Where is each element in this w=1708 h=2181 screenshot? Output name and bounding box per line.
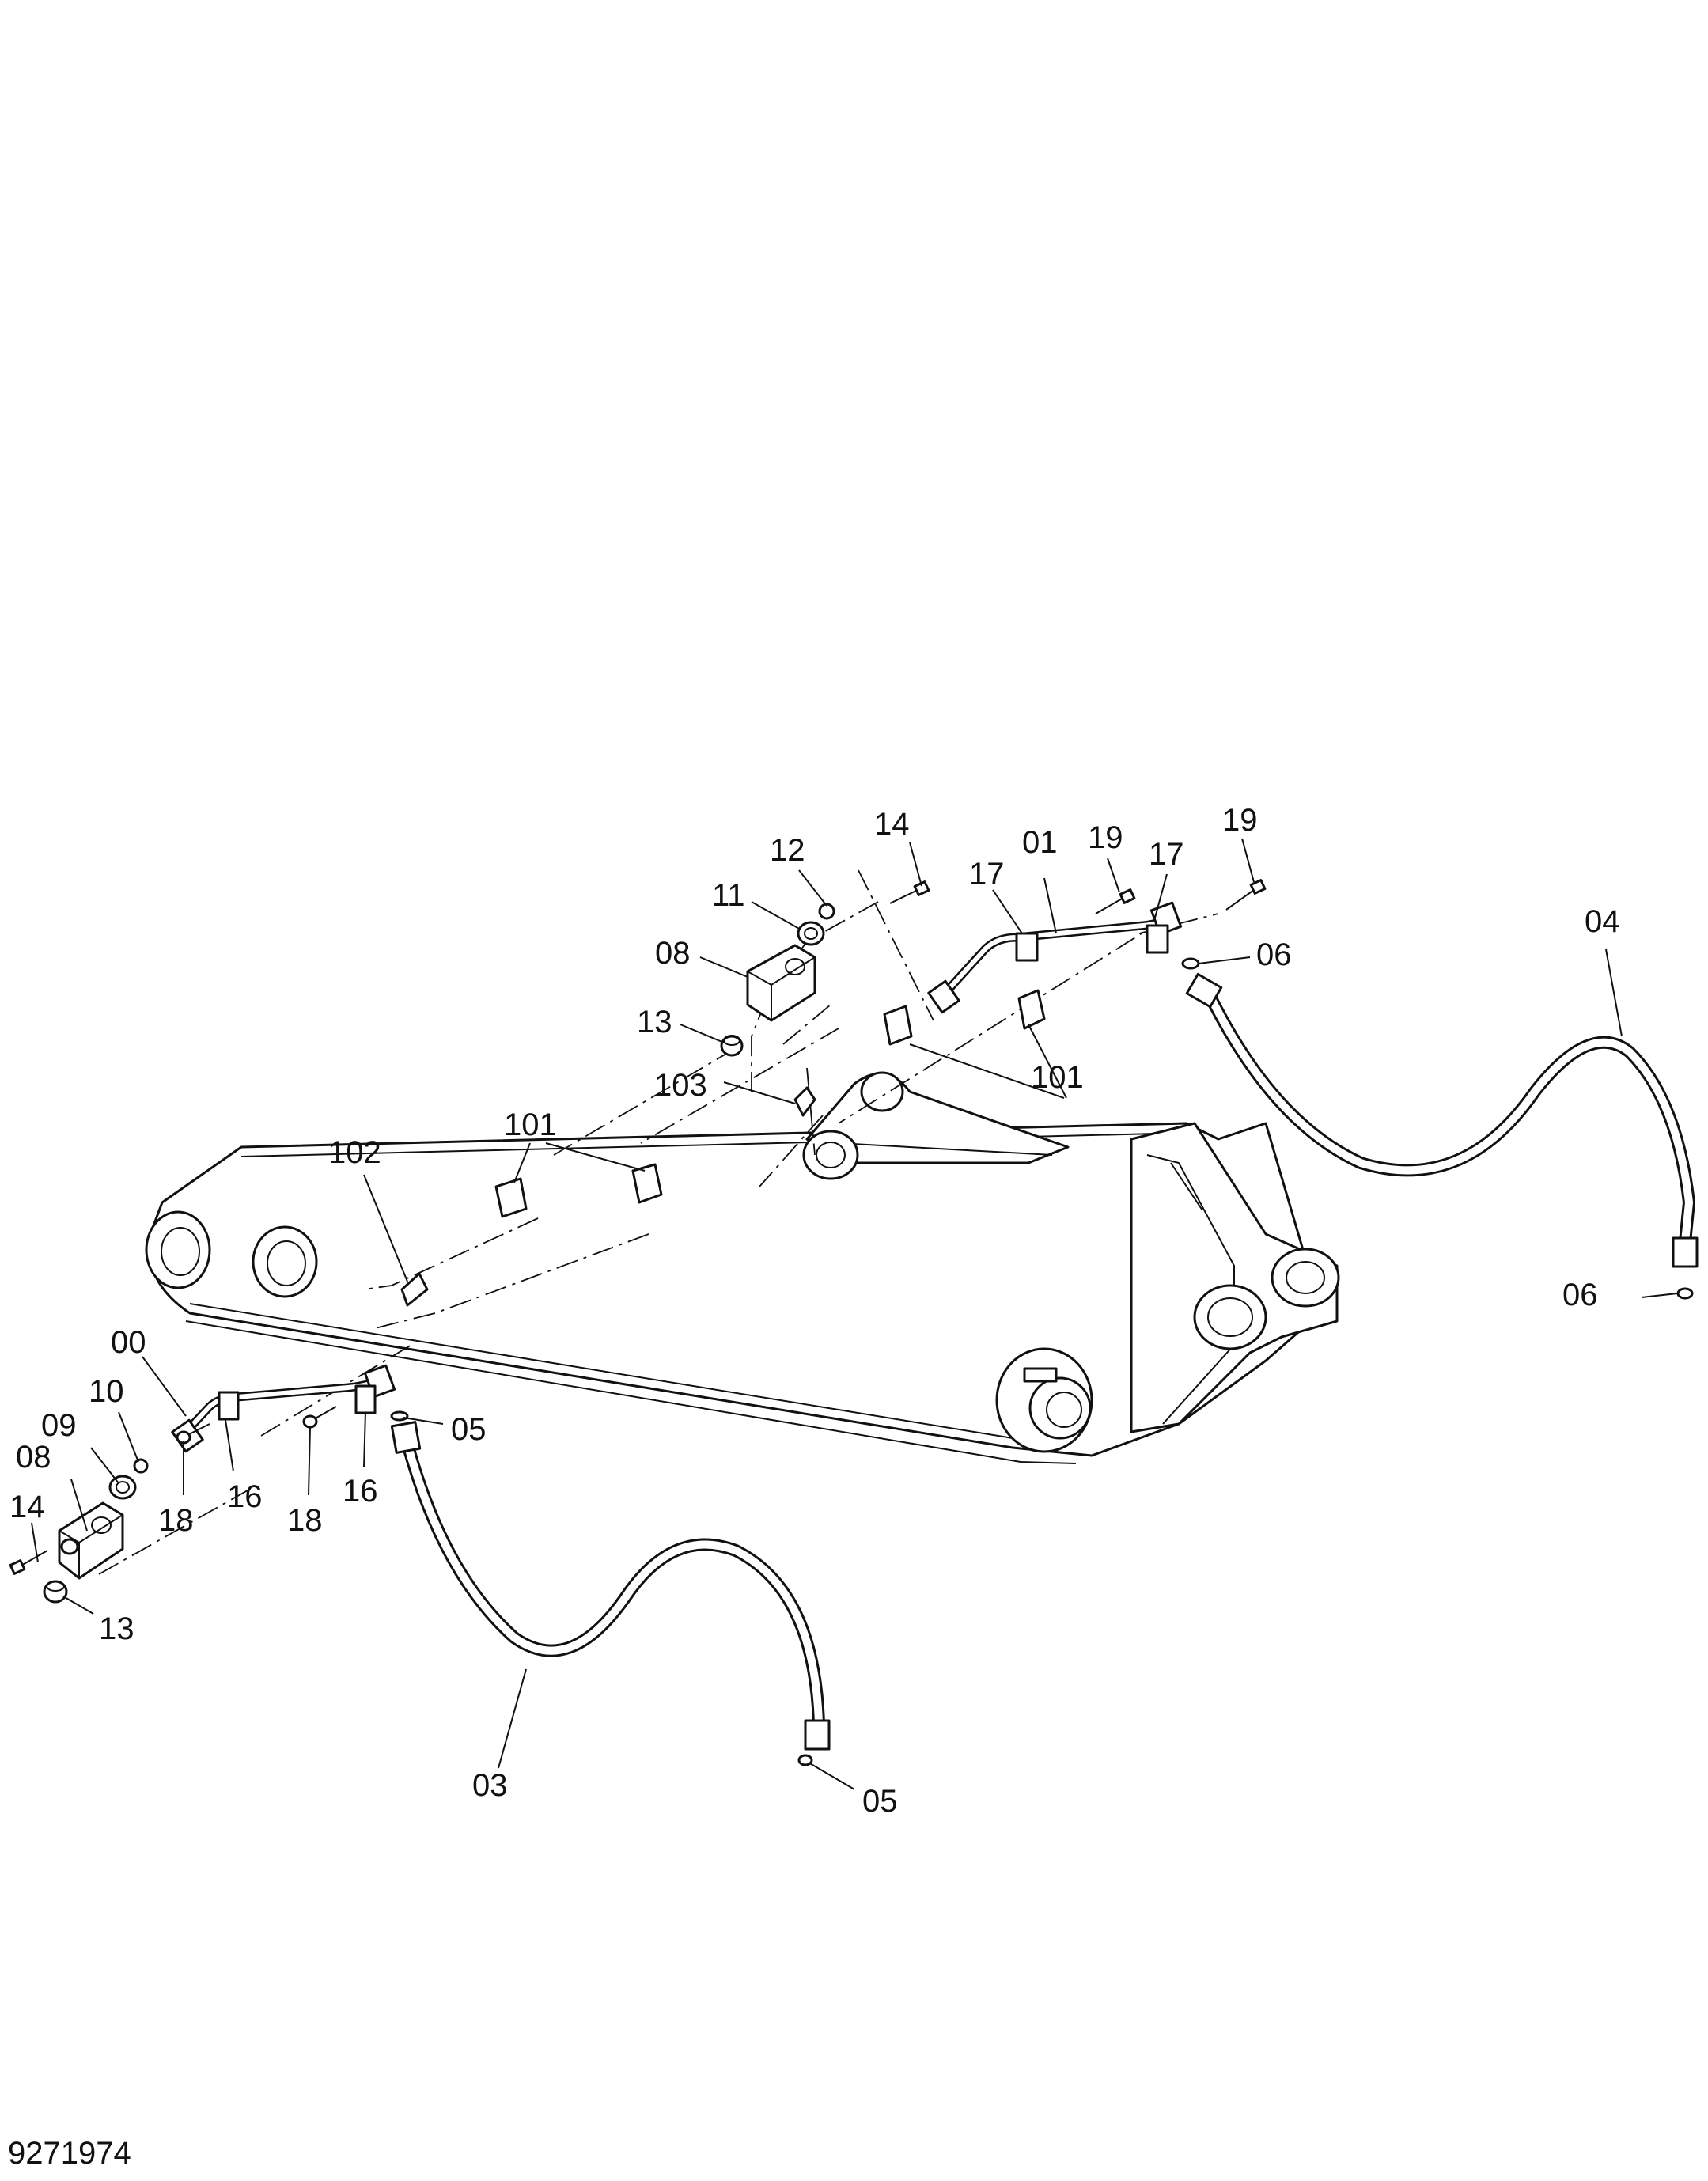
callout-08-upper: 08 — [655, 936, 691, 971]
callout-13-upper: 13 — [637, 1005, 672, 1039]
callout-17-left: 17 — [969, 857, 1005, 892]
o-ring-06-lower — [1676, 1287, 1694, 1300]
boom-arm — [145, 1071, 1340, 1464]
callout-14-upper: 14 — [874, 807, 910, 842]
callout-08-lower: 08 — [16, 1440, 51, 1475]
callout-18-left: 18 — [158, 1503, 194, 1538]
callout-05-lower: 05 — [862, 1784, 898, 1819]
callout-16-left: 16 — [227, 1479, 263, 1514]
callout-03: 03 — [472, 1768, 508, 1803]
callout-05-upper: 05 — [451, 1412, 487, 1447]
callout-19-left: 19 — [1088, 820, 1123, 855]
callout-19-right: 19 — [1222, 803, 1258, 838]
bracket-103 — [793, 1086, 816, 1117]
callout-101-lower: 101 — [504, 1108, 557, 1142]
bolt-19-upper — [1095, 879, 1267, 914]
clamp-101-lower — [494, 1163, 663, 1218]
hose-04 — [1185, 972, 1699, 1268]
o-ring-06-upper — [1181, 957, 1200, 970]
plug-13-upper — [720, 1035, 744, 1057]
callout-04: 04 — [1585, 904, 1620, 939]
block-08-lower — [58, 1501, 124, 1580]
callout-18-right: 18 — [287, 1503, 323, 1538]
callout-16-right: 16 — [343, 1474, 378, 1509]
callout-10: 10 — [89, 1374, 124, 1409]
o-ring-05-upper — [390, 1410, 409, 1422]
o-ring-10 — [133, 1458, 149, 1474]
callout-13-lower: 13 — [99, 1611, 134, 1646]
callout-00: 00 — [111, 1325, 146, 1360]
callout-17-right: 17 — [1149, 837, 1184, 872]
bolt-14-upper — [889, 880, 930, 904]
callout-11: 11 — [712, 878, 745, 913]
fitting-11-upper — [797, 921, 825, 946]
callout-103: 103 — [654, 1068, 707, 1103]
hose-03 — [390, 1421, 831, 1751]
drawing-number: 9271974 — [8, 2136, 131, 2171]
plug-13-lower — [43, 1580, 68, 1604]
callout-12: 12 — [770, 833, 805, 868]
callout-06-upper: 06 — [1256, 937, 1292, 972]
bracket-102 — [400, 1272, 429, 1307]
o-ring-12 — [818, 903, 835, 920]
callout-14-lower: 14 — [9, 1490, 45, 1524]
callout-01: 01 — [1022, 825, 1058, 860]
block-08-upper — [746, 944, 816, 1022]
callout-09: 09 — [41, 1408, 77, 1443]
callout-labels: 00 01 03 04 05 05 06 06 08 08 09 10 11 1… — [9, 803, 1620, 1819]
assembly-centerlines — [98, 869, 1219, 1575]
leader-lines — [31, 838, 1678, 1790]
callout-101-upper: 101 — [1031, 1060, 1084, 1095]
clamp-101-upper — [883, 989, 1046, 1046]
tube-00 — [171, 1364, 396, 1453]
fitting-09-lower — [108, 1475, 137, 1500]
callout-06-lower: 06 — [1562, 1278, 1598, 1312]
callout-102: 102 — [328, 1135, 381, 1170]
tube-01 — [927, 901, 1183, 1014]
bolt-14-lower — [9, 1550, 48, 1575]
